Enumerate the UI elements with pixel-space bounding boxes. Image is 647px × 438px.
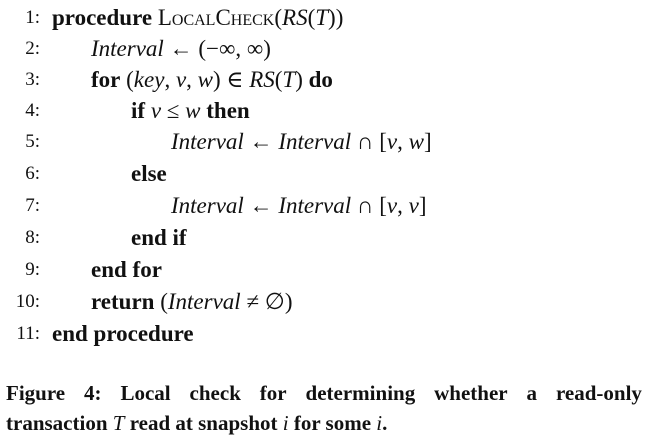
text: ← (−∞, ∞) (163, 36, 271, 61)
line-number: 9: (25, 259, 40, 280)
line-code: for (key, v, w) ∈ RS(T) do (91, 64, 333, 96)
procedure-name: LocalCheck (157, 5, 275, 30)
keyword: procedure (52, 5, 153, 30)
line-code: if v ≤ w then (131, 95, 250, 127)
text: ( (307, 5, 316, 30)
caption-var: T (112, 411, 125, 435)
line-code: Interval ← Interval ∩ [v, w] (171, 126, 432, 158)
text: , (164, 67, 176, 92)
line-number: 4: (25, 100, 40, 121)
var: v (150, 98, 162, 123)
text: ≤ (161, 98, 186, 123)
text: ← (243, 193, 279, 218)
var: v (386, 129, 398, 154)
text: ( (154, 289, 168, 314)
text: ] (418, 193, 427, 218)
keyword: end if (131, 225, 187, 250)
text: ( (120, 67, 134, 92)
var: Interval (278, 193, 352, 218)
caption-text: . (382, 411, 388, 435)
text: ≠ ∅) (240, 289, 293, 314)
line-code: end for (91, 254, 162, 286)
keyword: do (308, 67, 333, 92)
text: , (397, 193, 409, 218)
var: w (408, 129, 424, 154)
text: ∩ [ (351, 193, 387, 218)
var: v (408, 193, 419, 218)
caption-word: read-only (555, 381, 642, 405)
line-code: end if (131, 222, 187, 254)
figure-caption: Figure 4: Local check for determining wh… (6, 378, 642, 438)
text: ( (274, 67, 283, 92)
line-number: 7: (25, 195, 40, 216)
caption-var: i (282, 411, 289, 435)
caption-word: check (189, 381, 241, 405)
caption-text: for some (288, 411, 377, 435)
text: ] (423, 129, 432, 154)
keyword: end for (91, 257, 162, 282)
var: RS (282, 5, 308, 30)
caption-var: i (376, 411, 383, 435)
var: Interval (171, 193, 244, 218)
keyword: if (131, 98, 146, 123)
keyword: then (206, 98, 250, 123)
keyword: for (91, 67, 121, 92)
line-code: Interval ← Interval ∩ [v, v] (171, 190, 427, 222)
caption-word: a (526, 381, 538, 405)
var: v (386, 193, 398, 218)
text: ) (295, 67, 309, 92)
caption-text: transaction (6, 411, 113, 435)
caption-line-2: transaction T read at snapshot i for som… (6, 408, 642, 438)
text: , (397, 129, 409, 154)
line-number: 6: (25, 163, 40, 184)
line-number: 1: (25, 7, 40, 28)
line-code: else (131, 158, 167, 190)
var: key (133, 67, 165, 92)
line-code: return (Interval ≠ ∅) (91, 286, 293, 318)
text: ← (243, 129, 279, 154)
caption-word: Figure (6, 381, 66, 405)
text: ( (274, 5, 283, 30)
text: ∩ [ (351, 129, 387, 154)
caption-word: 4: (84, 381, 102, 405)
line-number: 8: (25, 227, 40, 248)
var: v (175, 67, 187, 92)
keyword: end procedure (52, 321, 194, 346)
text: ) ∈ (213, 67, 250, 92)
text: , (186, 67, 198, 92)
line-number: 10: (15, 291, 40, 312)
var: Interval (171, 129, 244, 154)
caption-text: read at snapshot (124, 411, 283, 435)
line-code: Interval ← (−∞, ∞) (91, 33, 271, 65)
caption-word: Local (120, 381, 171, 405)
line-number: 2: (25, 38, 40, 59)
var: Interval (91, 36, 164, 61)
var: RS (249, 67, 275, 92)
line-code: procedure LocalCheck(RS(T)) (52, 2, 343, 34)
var: w (197, 67, 213, 92)
var: T (315, 5, 329, 30)
caption-word: determining (305, 381, 416, 405)
caption-word: for (259, 381, 287, 405)
var: w (185, 98, 201, 123)
text: )) (328, 5, 344, 30)
var: Interval (278, 129, 352, 154)
line-number: 5: (25, 131, 40, 152)
caption-line-1: Figure 4: Local check for determining wh… (6, 378, 642, 408)
line-number: 11: (16, 323, 40, 344)
keyword: return (91, 289, 155, 314)
keyword: else (131, 161, 167, 186)
line-code: end procedure (52, 318, 194, 350)
var: Interval (167, 289, 241, 314)
line-number: 3: (25, 69, 40, 90)
var: T (282, 67, 296, 92)
caption-word: whether (434, 381, 508, 405)
